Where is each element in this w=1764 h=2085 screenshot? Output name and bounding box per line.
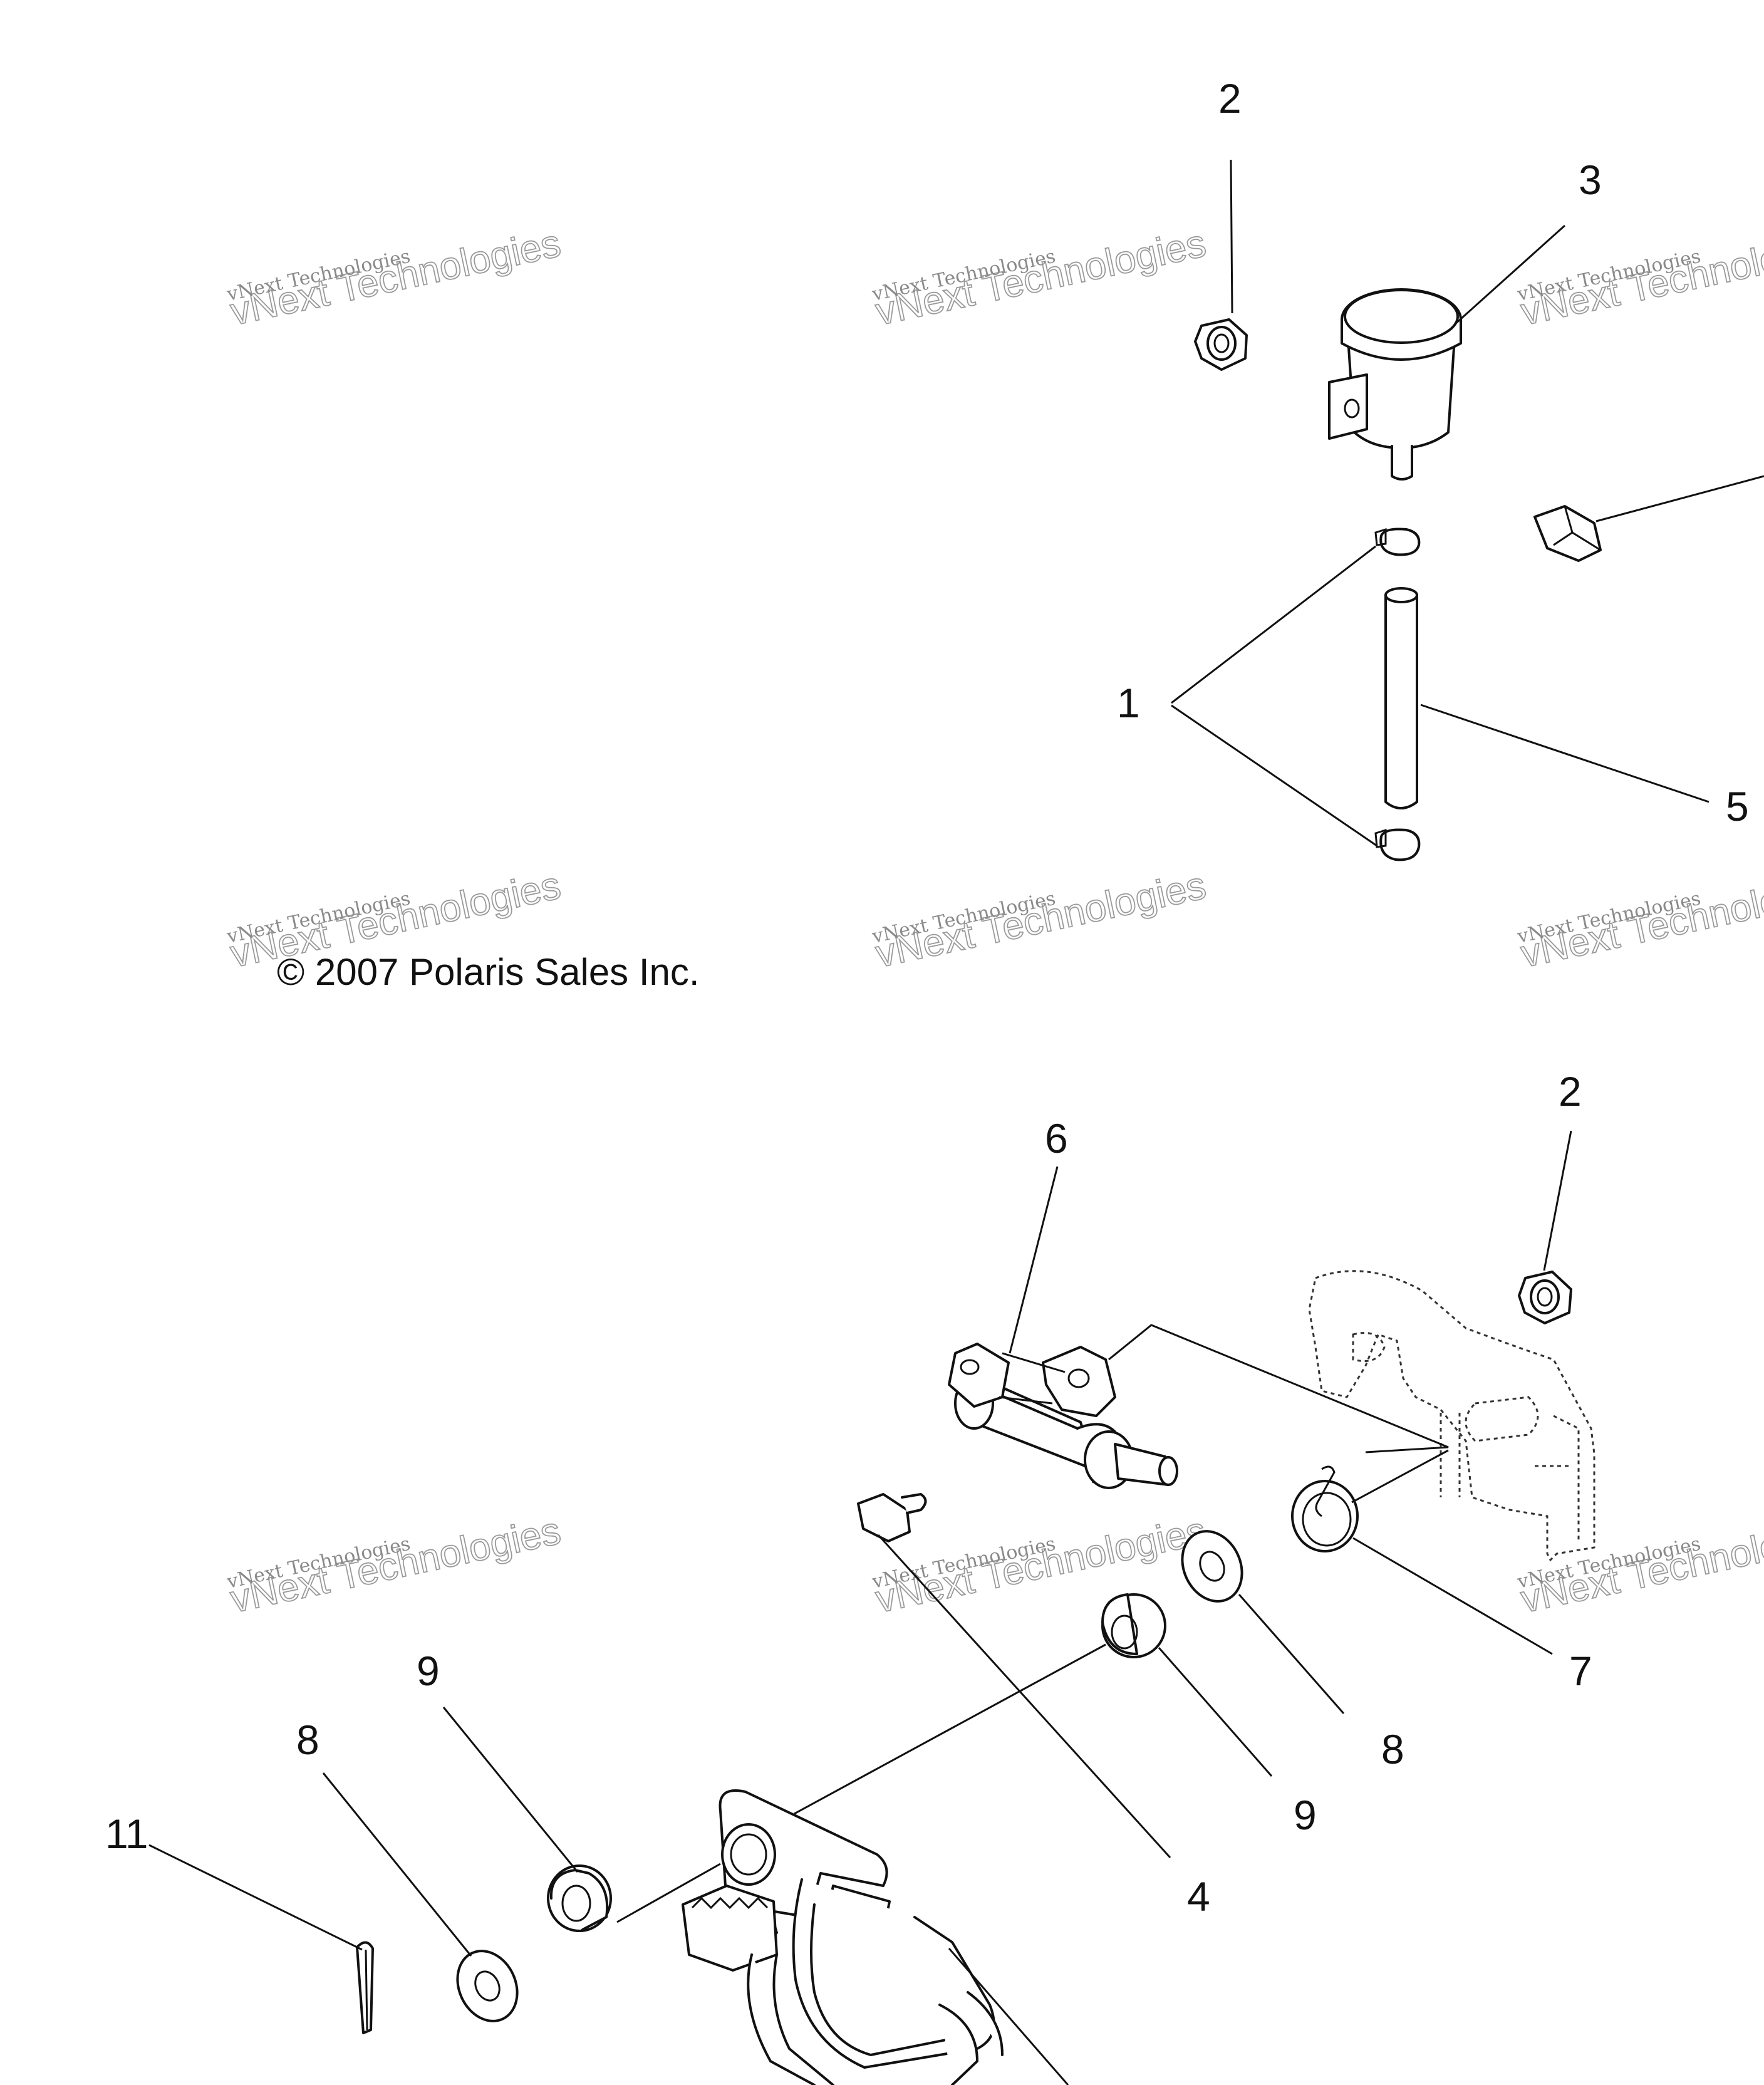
- leader-clip-bracket: [1351, 1449, 1449, 1504]
- leader-bottom-6b: [1108, 1324, 1449, 1453]
- watermark-6: vNext Technologies vNext Technologies: [1515, 863, 1764, 977]
- leader-top-3: [1453, 224, 1566, 326]
- leader-bottom-9-left: [442, 1707, 579, 1873]
- cotter-pin-icon: [356, 1941, 374, 2034]
- hex-nut-top-icon: [1194, 318, 1248, 371]
- callout-bottom-4: 4: [1187, 1873, 1210, 1920]
- watermark-5: vNext Technologies vNext Technologies: [869, 863, 1210, 977]
- leader-bottom-9-right: [1158, 1647, 1273, 1777]
- top-assembly: 2 3 1 5: [1117, 75, 1764, 861]
- leader-top-1a: [1171, 545, 1376, 704]
- leader-bottom-4: [877, 1534, 1171, 1859]
- bushing-right-icon: [1101, 1593, 1166, 1658]
- callout-top-3: 3: [1579, 157, 1602, 203]
- master-cylinder-icon: [948, 1343, 1178, 1489]
- hex-nut-bottom-icon: [1518, 1271, 1572, 1324]
- callout-bottom-11: 11: [105, 1811, 148, 1857]
- callout-bottom-7: 7: [1569, 1648, 1592, 1694]
- callout-top-2: 2: [1218, 75, 1242, 122]
- washer-right-icon: [1181, 1530, 1243, 1603]
- leader-bottom-8-right: [1238, 1594, 1345, 1714]
- callout-top-5: 5: [1726, 783, 1749, 829]
- brake-pedal-lever-icon: [682, 1789, 1004, 2085]
- retaining-clip-icon: [1291, 1465, 1359, 1552]
- copyright-notice: © 2007 Polaris Sales Inc.: [277, 951, 700, 993]
- leader-bushing-to-lever: [794, 1643, 1106, 1815]
- fluid-reservoir-icon: [1328, 288, 1462, 481]
- hose-clamp-lower-icon: [1374, 828, 1421, 861]
- leader-bottom-2: [1543, 1130, 1572, 1271]
- callout-bottom-8-left: 8: [296, 1717, 319, 1763]
- leader-top-1b: [1171, 704, 1377, 847]
- bushing-left-icon: [547, 1864, 612, 1932]
- callout-bottom-6: 6: [1045, 1115, 1068, 1162]
- leader-bottom-lever: [948, 1948, 1069, 2085]
- leader-bottom-6: [1009, 1166, 1059, 1354]
- callout-bottom-9-right: 9: [1294, 1792, 1317, 1838]
- watermark-1: vNext Technologies vNext Technologies: [224, 221, 565, 335]
- watermark-2: vNext Technologies vNext Technologies: [869, 221, 1210, 335]
- hose-clamp-upper-icon: [1374, 528, 1421, 556]
- watermark-3: vNext Technologies vNext Technologies: [1515, 221, 1764, 335]
- leader-top-2: [1230, 159, 1233, 314]
- bolt-top-right-icon: [1533, 505, 1602, 562]
- callout-bottom-8-right: 8: [1381, 1726, 1404, 1772]
- washer-left-icon: [456, 1950, 519, 2022]
- callout-bottom-9-left: 9: [417, 1648, 440, 1694]
- leader-bottom-7: [1352, 1537, 1553, 1655]
- leader-bottom-8-left: [322, 1772, 472, 1957]
- bottom-assembly: 2 6 7 8 9 4 9 8 11: [105, 1068, 1595, 2085]
- leader-top-bolt: [1595, 475, 1764, 523]
- callout-bottom-2: 2: [1559, 1068, 1582, 1115]
- watermark-7: vNext Technologies vNext Technologies: [224, 1509, 565, 1622]
- mounting-bracket-phantom-icon: [1308, 1270, 1595, 1562]
- callout-top-1: 1: [1117, 680, 1140, 726]
- watermark-9: vNext Technologies vNext Technologies: [1515, 1509, 1764, 1622]
- bolt-bottom-icon: [857, 1493, 927, 1542]
- leader-top-5: [1420, 704, 1710, 803]
- hose-icon: [1384, 587, 1418, 809]
- watermark-8: vNext Technologies vNext Technologies: [869, 1509, 1210, 1622]
- leader-bushing-left-to-lever: [616, 1863, 721, 1923]
- leader-bottom-11: [148, 1844, 363, 1951]
